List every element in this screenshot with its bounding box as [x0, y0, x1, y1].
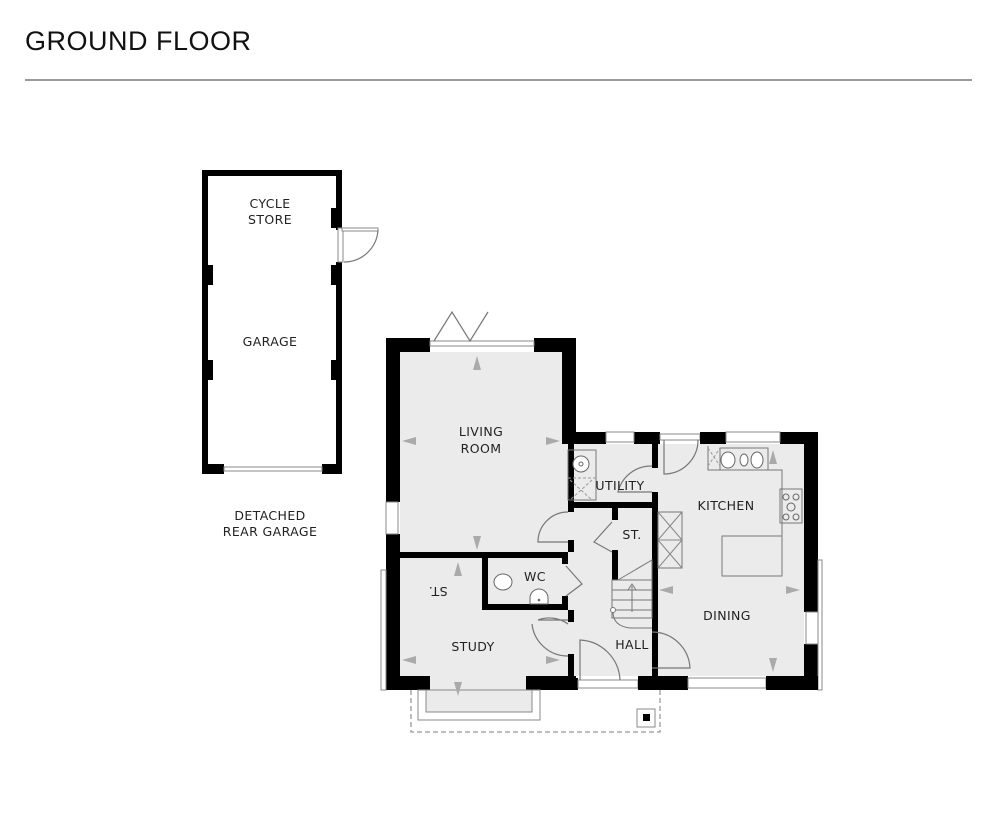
room-label-study: STUDY: [451, 639, 494, 654]
room-label-kitchen: KITCHEN: [698, 498, 755, 513]
room-label-living-2: ROOM: [461, 441, 502, 456]
room-label-garage: GARAGE: [243, 334, 298, 349]
room-label-dining: DINING: [703, 608, 751, 623]
dimension-arrows: [402, 356, 800, 696]
page-title: GROUND FLOOR: [25, 26, 252, 56]
room-label-hall: HALL: [615, 637, 648, 652]
title-divider: [25, 79, 972, 81]
detached-garage: CYCLE STORE GARAGE: [202, 170, 379, 474]
staircase: [610, 559, 653, 629]
front-door-swing: [579, 639, 621, 681]
room-label-living: LIVING: [459, 424, 503, 439]
room-label-wc: WC: [524, 569, 546, 584]
room-label-cycle-store: CYCLE: [249, 196, 290, 211]
room-label-cycle-store-2: STORE: [248, 212, 292, 227]
room-label-store-mirrored: ST.: [428, 584, 447, 599]
door-swing: [343, 229, 379, 263]
room-label-store: ST.: [622, 527, 641, 542]
garage-door: [223, 466, 323, 472]
bifold-door: [429, 340, 535, 347]
caption-line-2: REAR GARAGE: [223, 524, 318, 539]
bifold-door-swing: [433, 310, 489, 343]
caption-line-1: DETACHED: [234, 508, 305, 523]
room-label-utility: UTILITY: [595, 478, 644, 493]
house-plan: LIVING ROOM UTILITY KITCHEN ST. ST. WC D…: [380, 310, 823, 733]
